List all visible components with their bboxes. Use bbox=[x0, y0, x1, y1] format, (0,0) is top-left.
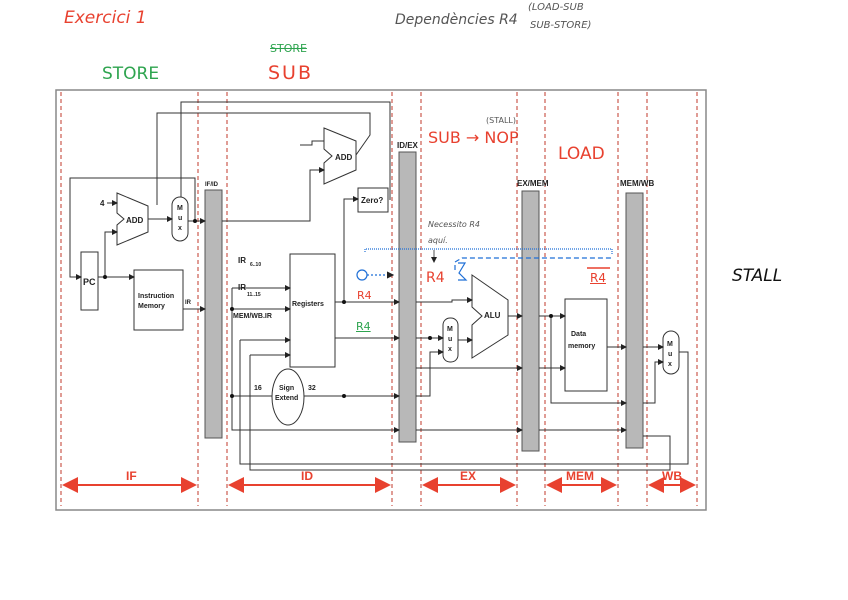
data-memory-label-1: Data bbox=[571, 331, 586, 338]
stage-wb-label: WB bbox=[662, 469, 682, 483]
ir-signal-label: IR bbox=[185, 300, 192, 306]
pc-adder bbox=[116, 192, 149, 246]
ex-mux-label-m: M bbox=[447, 326, 453, 333]
datapath-wires bbox=[69, 101, 689, 471]
width-in-label: 16 bbox=[254, 385, 262, 392]
instruction-memory-label-1: Instruction bbox=[138, 293, 174, 300]
id-ex-register bbox=[398, 151, 417, 443]
pc-block bbox=[80, 251, 99, 311]
data-memory-block bbox=[564, 298, 608, 392]
stage-id-label: ID bbox=[301, 469, 313, 483]
if-id-register-label: IF/ID bbox=[205, 182, 219, 188]
dependency-label: Dependències R4 bbox=[395, 12, 518, 28]
if-mux-label-m: M bbox=[177, 205, 183, 212]
ir-6-10-sub-label: 6..10 bbox=[250, 262, 261, 268]
id-instruction-label: SUB bbox=[268, 62, 314, 84]
stage-mem-label: MEM bbox=[566, 469, 594, 483]
id-ex-register-label: ID/EX bbox=[397, 141, 419, 150]
instruction-memory-label-2: Memory bbox=[138, 303, 165, 310]
zero-label: Zero? bbox=[361, 196, 383, 205]
ir-11-15-sub-label: 11..15 bbox=[247, 292, 261, 298]
mem-instruction-label: LOAD bbox=[558, 144, 605, 164]
sign-extend-label-1: Sign bbox=[279, 385, 294, 392]
pc-label: PC bbox=[83, 277, 96, 287]
registers-block bbox=[289, 253, 336, 368]
exercise-title: Exercici 1 bbox=[64, 8, 147, 28]
reg-r4-red-label: R4 bbox=[357, 289, 372, 302]
mem-wb-register-label: MEM/WB bbox=[620, 179, 654, 188]
mem-wb-ir-label: MEM/WB.IR bbox=[233, 313, 272, 320]
ex-stall-note: (STALL) bbox=[486, 116, 516, 125]
zero-block bbox=[357, 187, 389, 213]
alu-label: ALU bbox=[484, 311, 501, 320]
wb-mux-label-x: x bbox=[668, 361, 672, 368]
dependency-pair-2: SUB-STORE) bbox=[530, 20, 592, 31]
needs-r4-note-1: Necessito R4 bbox=[428, 220, 481, 229]
mem-r4-label: R4 bbox=[590, 271, 606, 285]
ex-mem-register bbox=[521, 190, 540, 452]
sign-extend-label-2: Extend bbox=[275, 395, 298, 402]
if-mux-label-x: x bbox=[178, 225, 182, 232]
if-instruction-label: STORE bbox=[102, 64, 160, 84]
ex-instruction-label: SUB → NOP bbox=[428, 128, 519, 147]
if-id-register bbox=[204, 189, 223, 439]
forwarding-annotation bbox=[356, 248, 613, 281]
stall-label: STALL bbox=[732, 266, 783, 286]
ir-6-10-label: IR bbox=[238, 256, 246, 265]
ir-11-15-label: IR bbox=[238, 283, 246, 292]
wb-mux-label-m: M bbox=[667, 341, 673, 348]
width-out-label: 32 bbox=[308, 385, 316, 392]
mem-wb-register bbox=[625, 192, 644, 449]
needs-r4-note-2: aquí. bbox=[428, 236, 448, 245]
ex-mux-label-u: u bbox=[448, 336, 452, 343]
stage-ex-label: EX bbox=[460, 469, 476, 483]
branch-adder-label: ADD bbox=[335, 153, 353, 162]
alu-input-r4-label: R4 bbox=[426, 270, 445, 286]
diagram-frame bbox=[55, 89, 707, 511]
branch-adder bbox=[323, 127, 357, 185]
ex-mux-label-x: x bbox=[448, 346, 452, 353]
stage-dividers bbox=[60, 92, 698, 506]
stage-if-label: IF bbox=[126, 469, 137, 483]
sign-extend-block bbox=[271, 368, 305, 426]
data-memory-label-2: memory bbox=[568, 343, 595, 350]
reg-r4-green-label: R4 bbox=[356, 320, 371, 333]
ex-mem-register-label: EX/MEM bbox=[517, 179, 549, 188]
instruction-memory-block bbox=[133, 269, 184, 331]
four-label: 4 bbox=[100, 199, 105, 208]
if-mux-label-u: u bbox=[178, 215, 182, 222]
pc-adder-label: ADD bbox=[126, 216, 144, 225]
wb-mux-label-u: u bbox=[668, 351, 672, 358]
registers-label: Registers bbox=[292, 301, 324, 308]
id-instruction-old-label: STORE bbox=[270, 42, 307, 55]
dependency-pair-1: (LOAD-SUB bbox=[528, 2, 584, 13]
